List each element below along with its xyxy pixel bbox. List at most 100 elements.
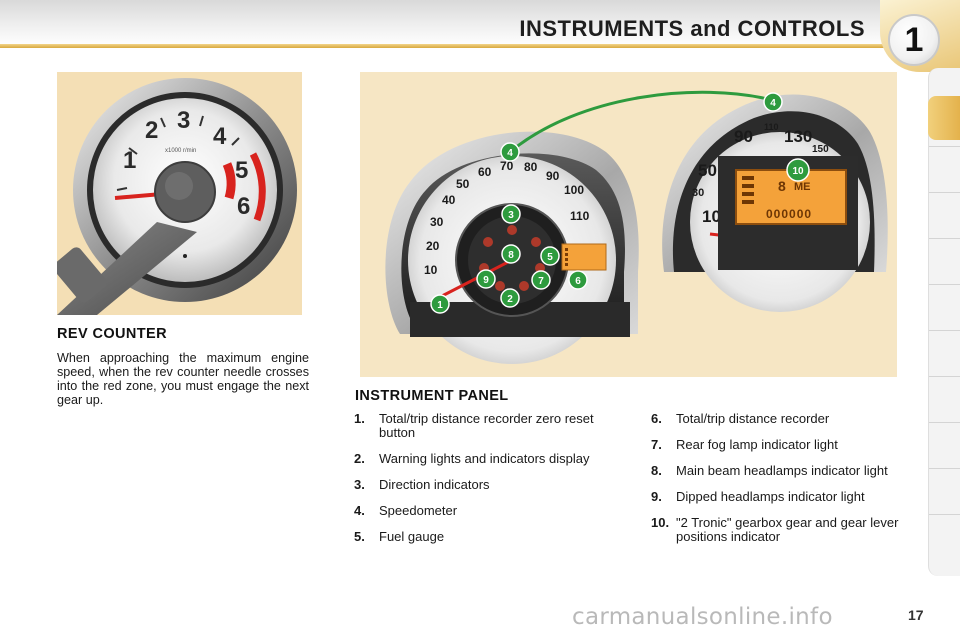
dial-number: 2 xyxy=(145,117,158,144)
svg-text:110: 110 xyxy=(570,209,590,223)
legend-number: 10. xyxy=(651,515,670,530)
legend-number: 9. xyxy=(651,489,662,504)
legend-item: 4. Speedometer xyxy=(354,504,614,518)
legend-text: Speedometer xyxy=(379,503,458,518)
fuel-bars xyxy=(565,248,568,266)
svg-text:10: 10 xyxy=(792,166,804,177)
svg-text:000000: 000000 xyxy=(766,207,812,221)
legend-text: Rear fog lamp indicator light xyxy=(676,437,838,452)
callout-leader-line xyxy=(509,90,773,154)
callout-1: 1 xyxy=(430,294,450,314)
svg-text:40: 40 xyxy=(442,193,456,207)
svg-text:90: 90 xyxy=(734,127,753,146)
side-tab-divider xyxy=(929,514,960,515)
side-tab-divider xyxy=(929,468,960,469)
rev-counter-illustration: 1 2 3 4 5 6 x1000 r/min xyxy=(57,72,302,315)
legend-right-column: 6. Total/trip distance recorder 7. Rear … xyxy=(651,412,916,556)
side-tab-divider xyxy=(929,146,960,147)
legend-left-column: 1. Total/trip distance recorder zero res… xyxy=(354,412,614,556)
legend-item: 10. "2 Tronic" gearbox gear and gear lev… xyxy=(651,516,916,544)
chapter-side-tabs[interactable] xyxy=(928,68,960,576)
legend-text: Total/trip distance recorder zero reset … xyxy=(379,411,594,440)
side-tab-divider xyxy=(929,422,960,423)
legend-number: 8. xyxy=(651,463,662,478)
zoom-speedometer-scale: 10 30 50 90 110 130 150 xyxy=(692,122,829,226)
instrument-panel-heading: INSTRUMENT PANEL xyxy=(355,388,509,404)
svg-text:1: 1 xyxy=(437,300,443,311)
side-tab-divider xyxy=(929,238,960,239)
svg-text:150: 150 xyxy=(812,144,829,155)
legend-item: 8. Main beam headlamps indicator light xyxy=(651,464,916,478)
svg-text:130: 130 xyxy=(784,127,812,146)
svg-text:50: 50 xyxy=(698,161,717,180)
svg-text:4: 4 xyxy=(507,148,513,159)
rev-counter-heading: REV COUNTER xyxy=(57,326,167,342)
side-tab-active-chapter[interactable] xyxy=(928,96,960,140)
dial-number: 6 xyxy=(237,193,250,220)
svg-text:80: 80 xyxy=(524,160,538,174)
legend-text: "2 Tronic" gearbox gear and gear lever p… xyxy=(676,515,899,544)
dial-number: 5 xyxy=(235,157,248,184)
svg-text:20: 20 xyxy=(426,239,440,253)
callout-6: 6 xyxy=(568,270,588,290)
header-gold-rule xyxy=(0,44,885,48)
svg-text:8: 8 xyxy=(508,250,514,261)
legend-item: 3. Direction indicators xyxy=(354,478,614,492)
svg-text:30: 30 xyxy=(430,215,444,229)
callout-2: 2 xyxy=(500,288,520,308)
red-zone-inner xyxy=(222,162,236,200)
svg-text:50: 50 xyxy=(456,177,470,191)
svg-text:3: 3 xyxy=(508,210,514,221)
dial-ticks xyxy=(116,115,240,191)
legend-item: 9. Dipped headlamps indicator light xyxy=(651,490,916,504)
speedometer-scale: 10 20 30 40 50 60 70 80 90 100 110 xyxy=(424,159,590,277)
svg-text:100: 100 xyxy=(564,183,584,197)
legend-number: 1. xyxy=(354,411,365,426)
callout-9: 9 xyxy=(476,269,496,289)
side-tab-divider xyxy=(929,330,960,331)
dial-number: 4 xyxy=(213,123,227,150)
legend-text: Direction indicators xyxy=(379,477,490,492)
legend-item: 6. Total/trip distance recorder xyxy=(651,412,916,426)
legend-number: 4. xyxy=(354,503,365,518)
svg-text:7: 7 xyxy=(538,276,544,287)
legend-item: 2. Warning lights and indicators display xyxy=(354,452,614,466)
svg-text:60: 60 xyxy=(478,165,492,179)
warning-light-icons xyxy=(479,225,545,291)
svg-text:9: 9 xyxy=(483,275,489,286)
legend-item: 5. Fuel gauge xyxy=(354,530,614,544)
chapter-number-badge[interactable]: 1 xyxy=(888,14,940,66)
instrument-panel-illustration: 10 20 30 40 50 60 70 80 90 100 110 10 30… xyxy=(360,72,897,377)
legend-text: Fuel gauge xyxy=(379,529,445,544)
svg-text:10: 10 xyxy=(424,263,438,277)
svg-text:4: 4 xyxy=(770,98,776,109)
svg-text:5: 5 xyxy=(547,252,553,263)
side-tab-divider xyxy=(929,192,960,193)
dial-unit-label: x1000 r/min xyxy=(165,148,196,154)
legend-text: Main beam headlamps indicator light xyxy=(676,463,888,478)
watermark: carmanualsonline.info xyxy=(572,604,833,630)
rev-counter-dial: 1 2 3 4 5 6 x1000 r/min xyxy=(57,78,297,315)
legend-text: Dipped headlamps indicator light xyxy=(676,489,865,504)
legend-item: 1. Total/trip distance recorder zero res… xyxy=(354,412,614,440)
red-zone-arc xyxy=(249,152,266,222)
rev-counter-body: When approaching the maximum engine spee… xyxy=(57,351,309,407)
svg-text:110: 110 xyxy=(764,122,779,132)
legend-number: 2. xyxy=(354,451,365,466)
header-band xyxy=(0,0,960,46)
callout-5: 5 xyxy=(540,246,560,266)
dial-number: 3 xyxy=(177,107,190,134)
legend-number: 6. xyxy=(651,411,662,426)
callout-4: 4 xyxy=(500,142,520,162)
stalk-knob xyxy=(57,247,107,303)
svg-text:8: 8 xyxy=(778,178,786,194)
callout-8: 8 xyxy=(501,244,521,264)
zoom-lcd-content: 8 ME 000000 xyxy=(742,176,812,221)
svg-text:10: 10 xyxy=(702,207,721,226)
callout-10: 10 xyxy=(786,158,810,182)
side-tab-divider xyxy=(929,376,960,377)
legend-number: 3. xyxy=(354,477,365,492)
dial-number: 1 xyxy=(123,147,136,174)
callout-markers: 1 2 3 4 4 5 6 7 8 9 10 xyxy=(430,92,810,314)
fuel-lcd-display xyxy=(561,243,607,271)
